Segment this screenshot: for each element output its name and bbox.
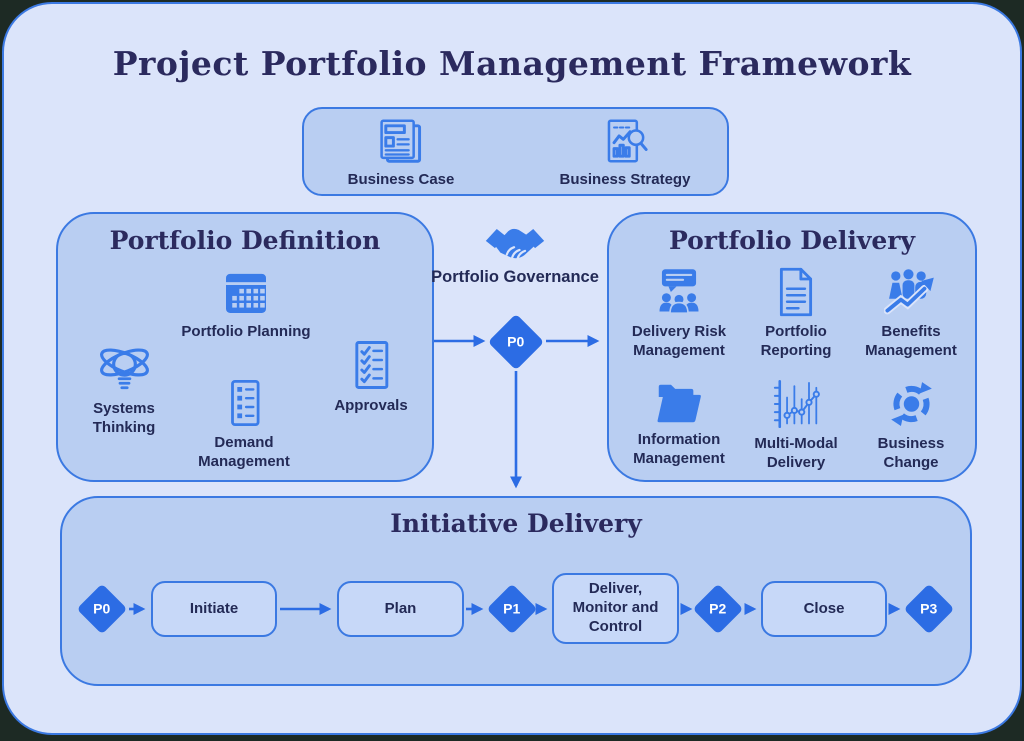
information-management-label: Information Management (633, 431, 725, 467)
dot-chart-icon (771, 378, 821, 430)
item-portfolio-governance (455, 214, 575, 264)
item-systems-thinking: Systems Thinking (77, 339, 172, 438)
list-clipboard-icon (220, 377, 268, 429)
approvals-label: Approvals (334, 397, 408, 414)
newspaper-icon (374, 116, 428, 166)
gate-p0-governance-label: P0 (507, 334, 525, 350)
item-business-change: Business Change (859, 378, 964, 473)
strategy-chart-magnifier-icon (598, 116, 652, 166)
item-multi-modal-delivery: Multi-Modal Delivery (740, 378, 852, 473)
stage-deliver-monitor-control-label: Deliver, Monitor and Control (572, 580, 659, 635)
stage-plan-label: Plan (384, 599, 417, 617)
gate-p0-governance: P0 (487, 313, 545, 371)
portfolio-reporting-label: Portfolio Reporting (760, 323, 832, 359)
stage-plan: Plan (337, 581, 464, 637)
portfolio-definition-title: Portfolio Definition (109, 226, 381, 255)
gate-p0-label: P0 (93, 601, 111, 617)
portfolio-planning-label: Portfolio Planning (181, 323, 311, 340)
item-approvals: Approvals (311, 338, 431, 416)
portfolio-governance-label: Portfolio Governance (431, 268, 599, 286)
business-change-label: Business Change (877, 435, 945, 471)
delivery-risk-management-label: Delivery Risk Management (631, 323, 727, 359)
stage-deliver-monitor-control: Deliver, Monitor and Control (552, 573, 679, 644)
initiative-delivery-title: Initiative Delivery (390, 509, 642, 538)
open-folder-icon (652, 378, 706, 426)
portfolio-delivery-box: Portfolio Delivery (607, 212, 977, 482)
inputs-box: Business Case Business Strategy (302, 107, 729, 196)
item-delivery-risk-management: Delivery Risk Management (623, 266, 735, 361)
report-document-icon (773, 266, 819, 318)
business-strategy-label: Business Strategy (559, 171, 691, 188)
multi-modal-delivery-label: Multi-Modal Delivery (754, 435, 838, 471)
handshake-icon (484, 214, 546, 264)
team-presentation-icon (653, 266, 705, 318)
checklist-icon (346, 338, 396, 392)
item-business-strategy: Business Strategy (535, 116, 715, 190)
people-growth-arrow-icon (884, 266, 938, 318)
page-title: Project Portfolio Management Framework (112, 44, 912, 83)
stage-initiate: Initiate (151, 581, 277, 637)
item-portfolio-reporting: Portfolio Reporting (741, 266, 851, 361)
item-portfolio-planning: Portfolio Planning (166, 268, 326, 342)
stage-initiate-label: Initiate (189, 599, 239, 617)
item-benefits-management: Benefits Management (855, 266, 967, 361)
stage-close-label: Close (803, 599, 845, 617)
gate-p1-label: P1 (503, 601, 521, 617)
item-information-management: Information Management (623, 378, 735, 469)
portfolio-delivery-title: Portfolio Delivery (668, 226, 916, 255)
item-business-case: Business Case (316, 116, 486, 190)
calendar-icon (221, 268, 271, 318)
portfolio-definition-box: Portfolio Definition Portfolio Planning (56, 212, 434, 482)
demand-management-label: Demand Management (198, 434, 290, 470)
systems-thinking-label: Systems Thinking (92, 400, 156, 436)
lightbulb-orbit-icon (95, 339, 153, 395)
benefits-management-label: Benefits Management (865, 323, 957, 359)
gate-p3-label: P3 (920, 601, 938, 617)
stage-close: Close (761, 581, 887, 637)
business-case-label: Business Case (347, 171, 455, 188)
cycle-arrows-icon (885, 378, 937, 430)
item-demand-management: Demand Management (187, 377, 302, 472)
gate-p2-label: P2 (709, 601, 727, 617)
